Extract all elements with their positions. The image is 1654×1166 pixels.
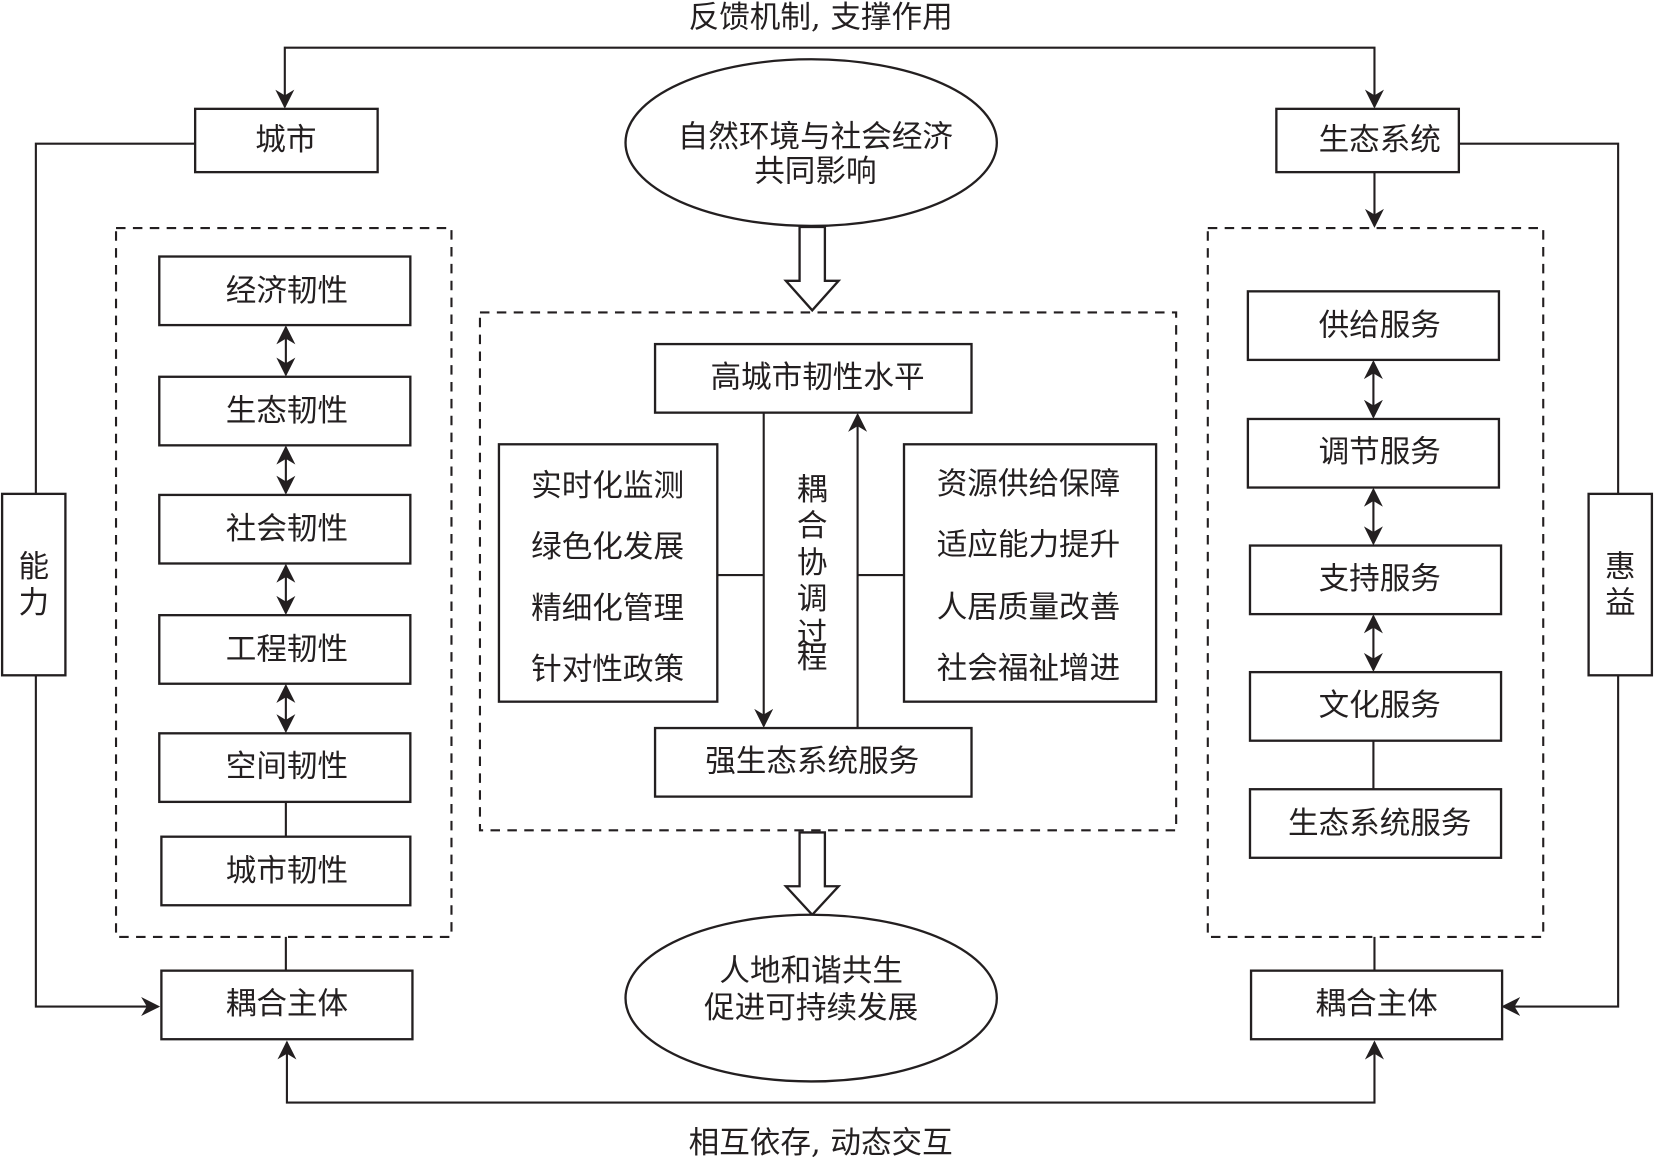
- service-item: 文化服务: [1319, 688, 1441, 723]
- right-subject-label: 耦合主体: [1315, 987, 1437, 1022]
- resilience-item: 城市韧性: [226, 854, 348, 889]
- benefit-label-1: 惠: [1605, 550, 1636, 585]
- hollow-down-arrow-bottom: [783, 831, 842, 917]
- service-box-regulating: [1246, 417, 1501, 489]
- interaction-connector: [277, 1040, 1384, 1104]
- process-char: 耦: [797, 473, 828, 508]
- resilience-item: 经济韧性: [226, 274, 348, 309]
- interaction-label: 相互依存, 动态交互: [689, 1126, 953, 1161]
- feedback-connector: [275, 46, 1384, 109]
- right-subject-box: [1249, 969, 1504, 1041]
- left-subject-box: [160, 969, 414, 1041]
- outcome-item: 资源供给保障: [937, 467, 1120, 502]
- process-char: 合: [797, 509, 828, 544]
- feedback-label: 反馈机制, 支撑作用: [689, 1, 953, 36]
- process-vertical-label: 耦 合 协 调 过 程: [797, 473, 828, 676]
- hollow-down-arrow-top: [783, 225, 842, 313]
- benefit-label-2: 益: [1605, 586, 1636, 621]
- outcome-item: 适应能力提升: [937, 528, 1120, 563]
- influence-line-2: 共同影响: [754, 155, 876, 190]
- process-char: 协: [797, 546, 828, 581]
- service-box-provisioning: [1246, 290, 1501, 362]
- service-box-supporting: [1248, 544, 1503, 616]
- ability-label-2: 力: [18, 586, 49, 621]
- resilience-group: [114, 226, 453, 938]
- strong-service-box: [653, 726, 973, 798]
- service-item: 调节服务: [1319, 435, 1441, 470]
- harmony-ellipse: [624, 913, 998, 1083]
- ecosystem-box: [1275, 107, 1461, 174]
- city-label: 城市: [255, 123, 316, 158]
- measure-item: 针对性政策: [531, 653, 684, 688]
- resilience-item: 社会韧性: [226, 512, 348, 547]
- harmony-line-1: 人地和谐共生: [719, 954, 902, 989]
- influence-line-1: 自然环境与社会经济: [678, 120, 953, 155]
- measure-item: 实时化监测: [531, 469, 684, 504]
- high-resilience-label: 高城市韧性水平: [710, 360, 924, 395]
- resilience-box-ecological: [158, 375, 412, 447]
- measure-item: 绿色化发展: [531, 530, 684, 565]
- process-char: 调: [797, 582, 828, 617]
- benefit-box: [1587, 492, 1654, 677]
- service-box-ecosystem: [1248, 788, 1503, 859]
- measure-item: 精细化管理: [531, 591, 684, 626]
- city-box: [193, 107, 379, 174]
- outcomes-box: [902, 443, 1158, 703]
- process-char: 程: [797, 641, 828, 676]
- strong-service-label: 强生态系统服务: [705, 744, 919, 779]
- resilience-box-spatial: [158, 732, 412, 804]
- service-box-cultural: [1248, 670, 1503, 742]
- service-item: 支持服务: [1319, 562, 1441, 597]
- left-subject-label: 耦合主体: [226, 987, 348, 1022]
- process-char: 过: [797, 618, 828, 653]
- service-item: 供给服务: [1319, 309, 1441, 344]
- outcome-item: 人居质量改善: [937, 590, 1120, 625]
- resilience-list: 经济韧性 生态韧性 社会韧性 工程韧性 空间韧性 城市韧性: [158, 255, 412, 907]
- ability-label-1: 能: [18, 550, 49, 585]
- measures-box: [497, 443, 719, 703]
- resilience-box-urban: [160, 835, 412, 907]
- service-item: 生态系统服务: [1288, 807, 1471, 842]
- ecosystem-label: 生态系统: [1319, 123, 1441, 158]
- harmony-line-2: 促进可持续发展: [704, 991, 918, 1026]
- ability-box: [0, 492, 67, 677]
- resilience-box-social: [158, 493, 412, 565]
- service-list: 供给服务 调节服务 支持服务 文化服务 生态系统服务: [1246, 290, 1503, 859]
- resilience-item: 空间韧性: [226, 750, 348, 785]
- resilience-item: 工程韧性: [226, 632, 348, 667]
- resilience-item: 生态韧性: [226, 394, 348, 429]
- outcome-item: 社会福祉增进: [937, 651, 1120, 686]
- resilience-box-economic: [158, 255, 412, 327]
- resilience-box-engineering: [158, 614, 412, 685]
- coupling-process-group: [478, 311, 1178, 832]
- high-resilience-box: [653, 342, 973, 414]
